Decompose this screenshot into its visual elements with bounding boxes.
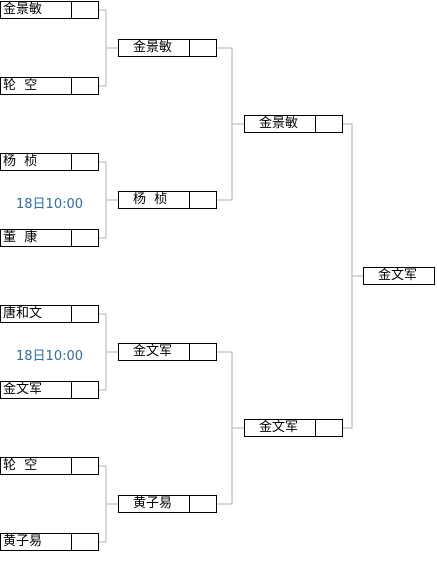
player-name: 唐和文 [1,306,72,322]
player-score [72,458,98,474]
winner-name: 金文军 [378,268,418,283]
r1-slot-8: 黄子易 [0,533,99,551]
player-name: 黄子易 [1,534,72,550]
connector-r1-m4 [99,465,118,543]
connector-r2-top [217,47,244,201]
player-name: 金景敏 [119,40,190,56]
player-name: 金文军 [1,382,72,398]
player-score [72,230,98,246]
r1-slot-2: 轮 空 [0,77,99,95]
player-score [316,116,342,132]
player-name: 黄子易 [119,496,190,512]
player-name: 金文军 [245,420,316,436]
match-time: 18日10:00 [16,349,84,364]
connector-r2-bottom [217,351,244,505]
r2-slot-2: 杨 桢 [118,191,217,209]
player-score [72,78,98,94]
connector-final [343,123,363,429]
player-score [72,306,98,322]
r2-slot-4: 黄子易 [118,495,217,513]
r3-slot-1: 金景敏 [244,115,343,133]
connector-r1-m2 [99,161,118,239]
r1-slot-5: 唐和文 [0,305,99,323]
player-name: 金文军 [119,344,190,360]
player-score [190,192,216,208]
r1-slot-1: 金景敏 [0,1,99,19]
r1-slot-3: 杨 桢 [0,153,99,171]
player-name: 金景敏 [245,116,316,132]
player-name: 金景敏 [1,2,72,18]
connector-r1-m1 [99,9,118,87]
player-score [316,420,342,436]
winner-slot: 金文军 [363,267,435,285]
r2-slot-1: 金景敏 [118,39,217,57]
player-name: 轮 空 [1,78,72,94]
player-score [72,2,98,18]
player-name: 轮 空 [1,458,72,474]
player-name: 杨 桢 [119,192,190,208]
match-time: 18日10:00 [16,197,84,212]
r1-slot-6: 金文军 [0,381,99,399]
player-score [190,344,216,360]
player-score [72,382,98,398]
r3-slot-2: 金文军 [244,419,343,437]
r1-slot-4: 董 康 [0,229,99,247]
player-score [190,496,216,512]
r1-slot-7: 轮 空 [0,457,99,475]
r2-slot-3: 金文军 [118,343,217,361]
player-score [72,534,98,550]
player-score [190,40,216,56]
player-name: 董 康 [1,230,72,246]
player-score [72,154,98,170]
player-name: 杨 桢 [1,154,72,170]
connector-r1-m3 [99,313,118,391]
